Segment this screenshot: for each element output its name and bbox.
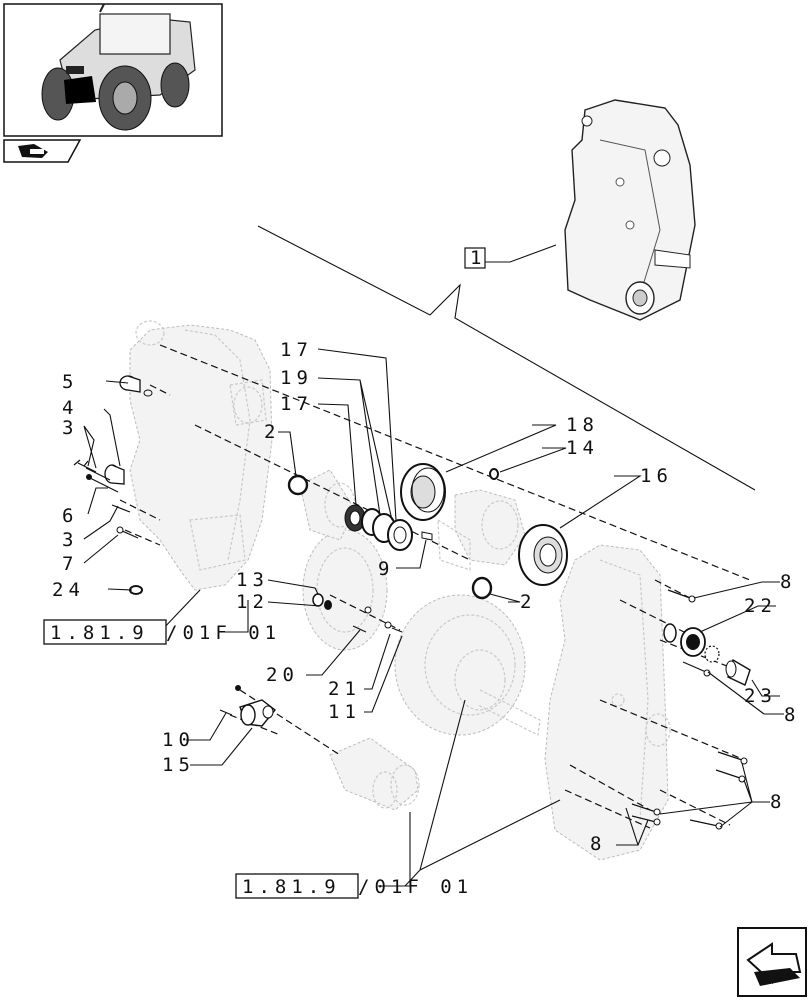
part-2-oring-upper [287, 474, 309, 496]
part-16-bearing [518, 524, 568, 586]
callout-22: 22 [744, 595, 777, 617]
part-5-plug [119, 375, 153, 397]
callout-15: 15 [162, 754, 195, 776]
callout-14: 14 [566, 437, 599, 459]
lower-shaft-ghost [329, 737, 420, 811]
reference-link-upper[interactable]: 1.81.9 /01F 01 [43, 619, 281, 645]
reference-lower-tail: /01F 01 [358, 876, 473, 898]
callout-6: 6 [62, 505, 78, 527]
shaft-gears-ghost [299, 469, 526, 571]
callout-18: 18 [566, 414, 599, 436]
assembled-gearbox-illustration [564, 99, 696, 321]
left-housing-ghost [129, 320, 273, 591]
callout-8-c: 8 [770, 791, 786, 813]
part-18-bearing [400, 463, 446, 521]
callout-17-lower: 17 [280, 393, 313, 415]
reference-link-lower[interactable]: 1.81.9 /01F 01 [235, 873, 473, 899]
callout-21: 21 [328, 678, 361, 700]
section-book-icon [3, 139, 82, 163]
next-page-arrow-icon[interactable] [737, 927, 807, 997]
callout-3-upper: 3 [62, 417, 78, 439]
tractor-thumbnail-icon [3, 3, 223, 137]
part-14-oring [489, 468, 499, 480]
callout-12: 12 [236, 591, 269, 613]
callout-16: 16 [640, 465, 673, 487]
callout-2-upper: 2 [264, 421, 280, 443]
part-10-15-sensor [219, 685, 276, 727]
part-17-19-bearing-stack [344, 504, 413, 551]
part-4-plug [104, 464, 125, 485]
callout-1-box [464, 247, 486, 269]
callout-5: 5 [62, 371, 78, 393]
callout-24: 24 [52, 579, 85, 601]
callout-13: 13 [236, 569, 269, 591]
right-housing-ghost [544, 544, 671, 861]
part-3-bolts [73, 459, 131, 513]
part-2-oring-lower [471, 576, 493, 600]
ring-gear-ghost [394, 594, 541, 736]
part-22-23-cap [663, 623, 751, 686]
callout-8-a: 8 [780, 571, 796, 593]
callout-8-b: 8 [784, 704, 800, 726]
callout-7: 7 [62, 553, 78, 575]
part-7-pin [116, 526, 139, 539]
callout-20: 20 [266, 664, 299, 686]
callout-11: 11 [328, 701, 361, 723]
callout-4: 4 [62, 397, 78, 419]
reference-lower-box: 1.81.9 [242, 876, 341, 898]
reference-upper-tail: /01F 01 [166, 622, 281, 644]
callout-17-upper: 17 [280, 339, 313, 361]
part-20-pin [352, 625, 367, 633]
part-8-bolts [631, 589, 748, 830]
callout-1: 1 [470, 247, 486, 269]
callout-8-d: 8 [590, 833, 606, 855]
callout-9: 9 [378, 558, 394, 580]
part-9-key [421, 531, 433, 541]
callout-2-lower: 2 [520, 591, 536, 613]
part-13-12-washers [312, 593, 372, 614]
callout-23: 23 [744, 685, 777, 707]
reference-upper-box: 1.81.9 [50, 622, 149, 644]
callout-3-lower: 3 [62, 529, 78, 551]
callout-19: 19 [280, 367, 313, 389]
leader-lines [83, 348, 784, 887]
part-6-bolt [86, 474, 119, 493]
callout-10: 10 [162, 729, 195, 751]
part-21-11-pins [384, 621, 403, 633]
